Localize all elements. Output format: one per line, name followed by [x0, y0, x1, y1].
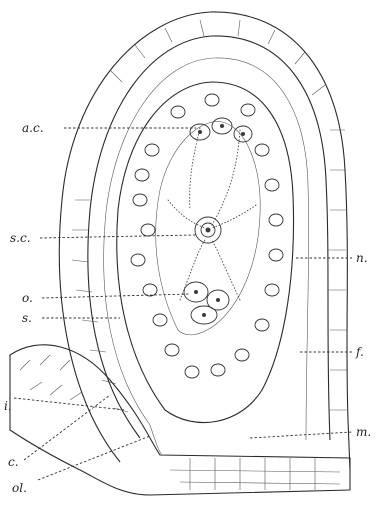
- leader-o: [42, 294, 190, 298]
- leader-ol: [38, 436, 150, 480]
- funicle: [10, 345, 350, 495]
- leader-m: [250, 432, 352, 438]
- label-s: s.: [22, 311, 32, 325]
- label-f: f.: [355, 345, 364, 359]
- egg-apparatus: [184, 282, 229, 324]
- secondary-nucleus: [195, 217, 221, 243]
- label-i: i.: [4, 399, 12, 413]
- label-ol: ol.: [12, 481, 27, 495]
- label-sc: s.c.: [10, 231, 31, 245]
- leader-sc: [40, 235, 196, 238]
- protoplasm-strands: [168, 128, 256, 300]
- label-c: c.: [8, 455, 19, 469]
- label-m: m.: [356, 425, 371, 439]
- micropyle: [150, 425, 162, 455]
- label-ac: a.c.: [22, 121, 44, 135]
- label-o: o.: [22, 291, 33, 305]
- nucellus: [117, 82, 294, 423]
- leader-i: [14, 398, 125, 410]
- label-n: n.: [356, 251, 368, 265]
- integument-cells: [72, 20, 348, 412]
